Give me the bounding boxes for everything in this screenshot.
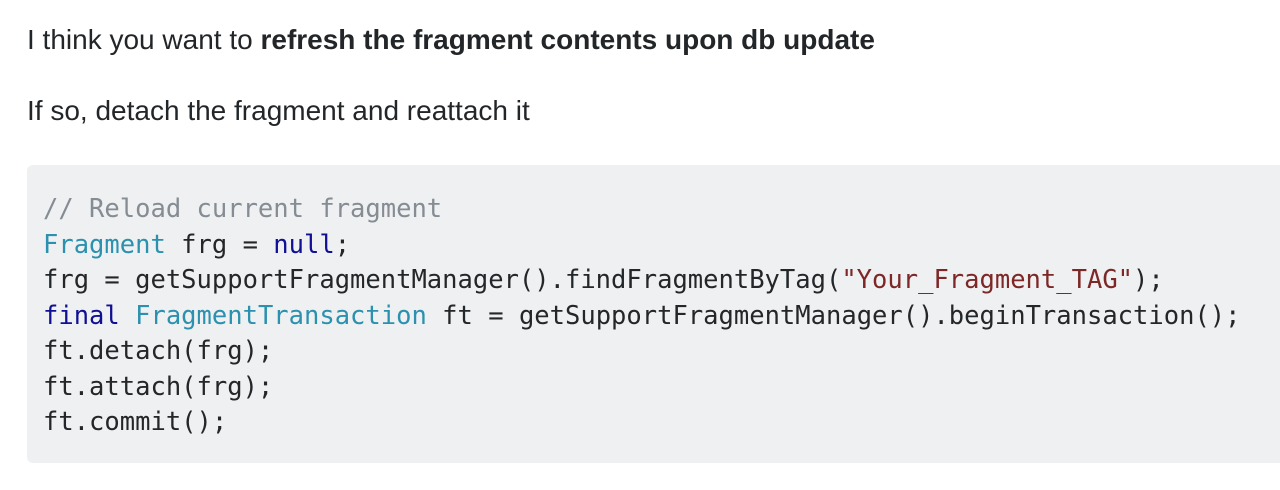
intro-text: I think you want to (27, 24, 261, 55)
code-plain: ft = getSupportFragmentManager().beginTr… (426, 300, 1241, 331)
code-line-4: final FragmentTransaction ft = getSuppor… (43, 299, 1280, 335)
code-string-tag: "Your_Fragment_TAG" (841, 265, 1134, 295)
code-plain: frg = (165, 229, 274, 260)
code-plain (120, 301, 135, 331)
code-line-7: ft.commit(); (43, 405, 1280, 441)
code-comment: // Reload current fragment (43, 194, 443, 224)
code-line-2: Fragment frg = null; (43, 228, 1280, 264)
code-type-transaction: FragmentTransaction (135, 300, 427, 331)
code-keyword-null: null (273, 229, 335, 260)
code-plain: ; (334, 229, 351, 260)
code-plain: ); (1133, 265, 1164, 295)
code-line-5: ft.detach(frg); (43, 334, 1280, 370)
code-type-fragment: Fragment (43, 229, 166, 260)
code-line-1: // Reload current fragment (43, 192, 1280, 228)
instruction-paragraph: If so, detach the fragment and reattach … (27, 95, 530, 126)
intro-bold-text: refresh the fragment contents upon db up… (260, 24, 875, 55)
code-line-3: frg = getSupportFragmentManager().findFr… (43, 263, 1280, 299)
code-plain: ft.detach(frg); (43, 336, 274, 366)
code-plain: ft.commit(); (43, 407, 228, 437)
intro-paragraph: I think you want to refresh the fragment… (27, 22, 875, 58)
code-line-6: ft.attach(frg); (43, 370, 1280, 406)
code-plain: frg = getSupportFragmentManager().findFr… (43, 265, 842, 295)
code-keyword-final: final (43, 300, 120, 331)
code-plain: ft.attach(frg); (43, 371, 274, 402)
